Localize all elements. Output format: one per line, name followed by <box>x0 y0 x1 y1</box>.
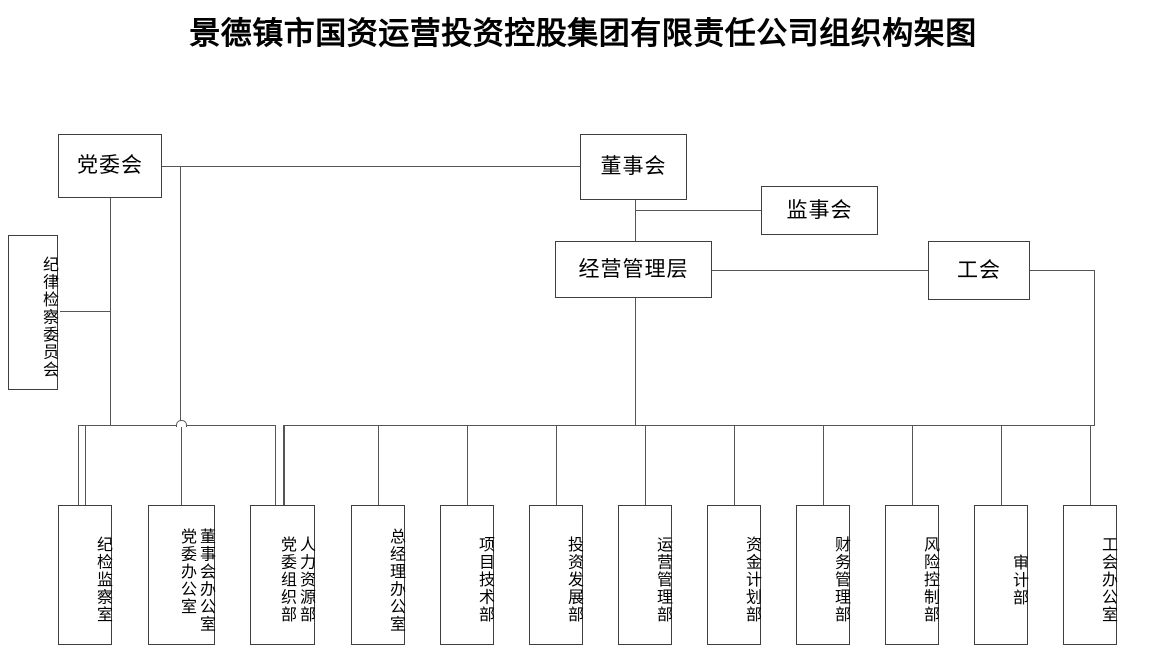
node-department-12[interactable]: 工会办公室 <box>1063 505 1118 645</box>
node-department-12-label: 工会办公室 <box>1099 536 1118 624</box>
node-department-3-label: 人力资源部 <box>297 536 316 624</box>
node-labor-union[interactable]: 工会 <box>928 241 1030 300</box>
node-department-7[interactable]: 运营管理部 <box>618 505 673 645</box>
bus-end-right-seg1 <box>275 425 276 505</box>
node-department-4-label: 总经理办公室 <box>387 527 406 633</box>
node-department-3[interactable]: 人力资源部 党委组织部 <box>250 505 316 645</box>
connector-party-secondary-stem <box>180 166 181 425</box>
node-board-of-directors-label: 董事会 <box>600 154 667 179</box>
node-department-7-label: 运营管理部 <box>654 536 673 624</box>
node-party-committee[interactable]: 党委会 <box>58 134 162 198</box>
node-board-of-directors[interactable]: 董事会 <box>580 134 687 200</box>
drop-dept-5 <box>467 425 468 505</box>
drop-dept-2 <box>181 425 182 505</box>
drop-dept-6 <box>556 425 557 505</box>
node-department-11[interactable]: 审计部 <box>974 505 1029 645</box>
node-department-5-label: 项目技术部 <box>476 536 495 624</box>
node-department-9-label: 财务管理部 <box>832 536 851 624</box>
page-title: 景德镇市国资运营投资控股集团有限责任公司组织构架图 <box>189 16 977 52</box>
node-department-9[interactable]: 财务管理部 <box>796 505 851 645</box>
connector-board-to-supervisors <box>635 210 761 211</box>
node-management[interactable]: 经营管理层 <box>555 241 712 298</box>
drop-dept-3 <box>283 425 284 505</box>
node-department-1[interactable]: 纪检监察室 <box>58 505 113 645</box>
connector-discipline-to-party <box>60 311 111 312</box>
node-discipline-committee[interactable]: 纪律检察委员会 <box>8 235 59 390</box>
node-labor-union-label: 工会 <box>957 257 1001 282</box>
node-department-3-columns: 人力资源部 党委组织部 <box>278 536 316 624</box>
node-department-6-label: 投资发展部 <box>565 536 584 624</box>
connector-management-to-union <box>712 270 929 271</box>
node-department-8-label: 资金计划部 <box>743 536 762 624</box>
node-department-2-label: 董事会办公室 <box>197 527 216 633</box>
drop-dept-1 <box>85 425 86 505</box>
node-department-4[interactable]: 总经理办公室 <box>351 505 406 645</box>
node-discipline-committee-label: 纪律检察委员会 <box>40 256 59 379</box>
department-bus-right <box>284 425 1095 426</box>
drop-dept-11 <box>1001 425 1002 505</box>
drop-dept-4 <box>378 425 379 505</box>
connector-party-to-board <box>162 166 580 167</box>
node-department-10-label: 风险控制部 <box>921 536 940 624</box>
drop-dept-8 <box>734 425 735 505</box>
node-department-2-label-secondary: 党委办公室 <box>178 527 198 616</box>
node-board-of-supervisors-label: 监事会 <box>786 197 853 222</box>
node-department-11-label: 审计部 <box>1010 553 1029 607</box>
bus-end-right-seg2 <box>284 425 285 505</box>
connector-union-stem <box>1094 270 1095 425</box>
node-department-1-label: 纪检监察室 <box>94 536 113 624</box>
node-department-2[interactable]: 董事会办公室 党委办公室 <box>148 505 216 645</box>
node-department-5[interactable]: 项目技术部 <box>440 505 495 645</box>
node-department-10[interactable]: 风险控制部 <box>885 505 940 645</box>
node-department-2-columns: 董事会办公室 党委办公室 <box>178 527 216 633</box>
connector-management-stem <box>635 298 636 425</box>
line-hop-icon <box>176 420 187 427</box>
node-party-committee-label: 党委会 <box>77 153 143 178</box>
drop-dept-10 <box>912 425 913 505</box>
node-management-label: 经营管理层 <box>578 256 689 281</box>
bus-end-left <box>78 425 79 505</box>
connector-board-to-management <box>635 200 636 241</box>
drop-dept-12 <box>1090 425 1091 505</box>
drop-dept-7 <box>645 425 646 505</box>
connector-union-right <box>1030 270 1094 271</box>
node-board-of-supervisors[interactable]: 监事会 <box>761 186 878 235</box>
node-department-6[interactable]: 投资发展部 <box>529 505 584 645</box>
drop-dept-9 <box>823 425 824 505</box>
node-department-3-label-secondary: 党委组织部 <box>278 536 298 624</box>
node-department-8[interactable]: 资金计划部 <box>707 505 762 645</box>
